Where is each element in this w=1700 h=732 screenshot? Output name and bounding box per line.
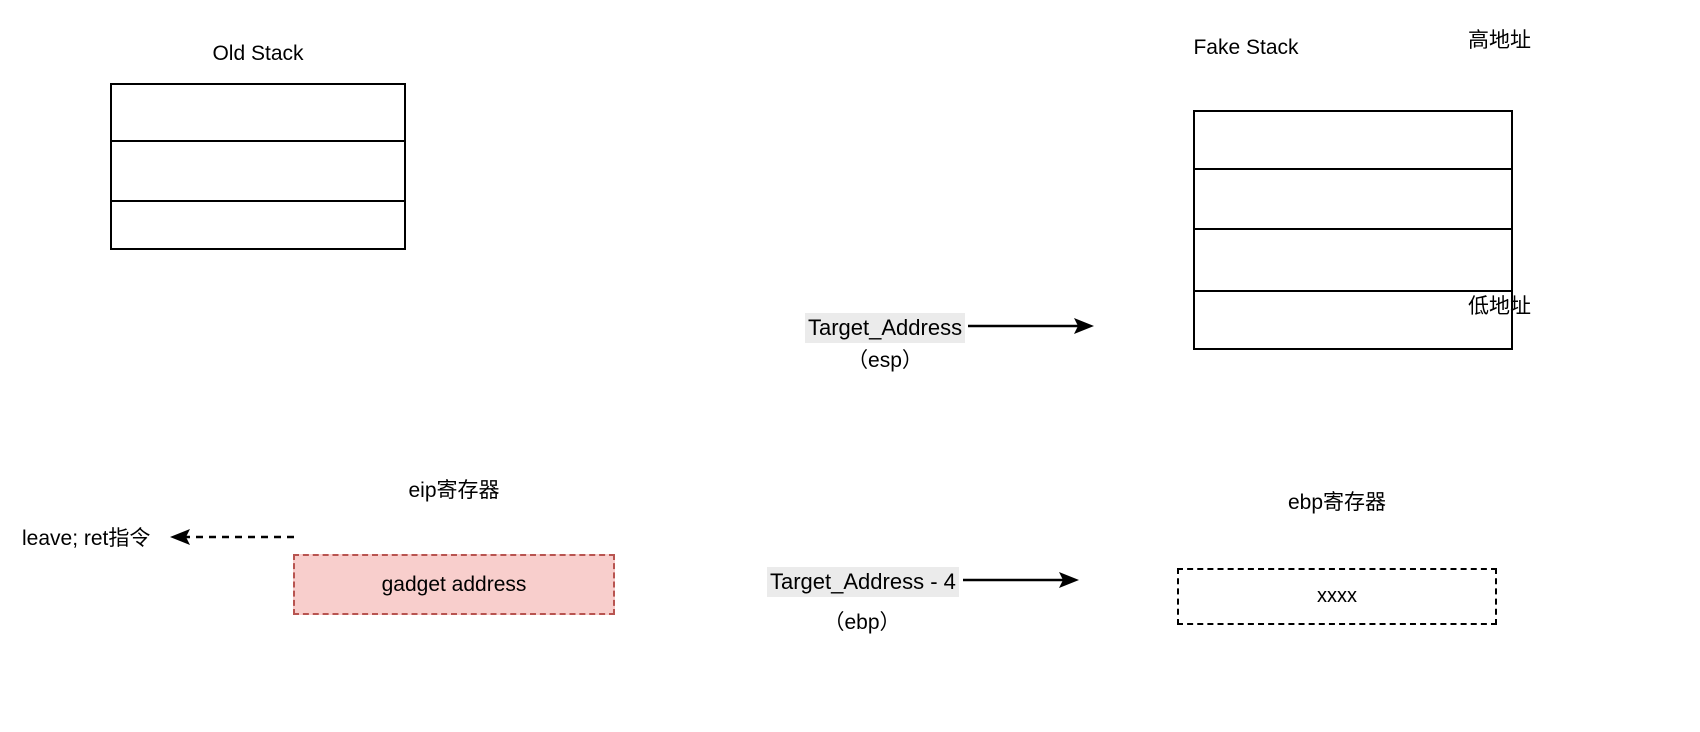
old-stack-cell — [112, 202, 404, 252]
ebp-arrow — [963, 572, 1079, 588]
fake-stack-cell — [1195, 112, 1511, 170]
low-address-label: 低地址 — [1468, 295, 1531, 318]
eip-to-instruction-arrow — [170, 529, 294, 545]
fake-stack-cell — [1195, 170, 1511, 230]
ebp-register-name-label: （ebp） — [823, 611, 901, 634]
fake-stack-box — [1193, 110, 1513, 350]
old-stack-cell — [112, 142, 404, 202]
ebp-register-box: xxxx — [1177, 568, 1497, 625]
fake-stack-cell — [1195, 230, 1511, 292]
high-address-label: 高地址 — [1468, 29, 1531, 52]
esp-target-address-label: Target_Address — [805, 313, 966, 343]
leave-ret-instruction-label: leave; ret指令 — [22, 527, 151, 550]
old-stack-title: Old Stack — [212, 42, 304, 65]
eip-register-title: eip寄存器 — [408, 479, 500, 502]
old-stack-cell — [112, 85, 404, 142]
eip-register-box: gadget address — [293, 554, 615, 615]
esp-register-label: （esp） — [847, 349, 923, 372]
ebp-register-value: xxxx — [1317, 585, 1357, 607]
eip-register-value: gadget address — [381, 572, 527, 596]
old-stack-box — [110, 83, 406, 250]
fake-stack-cell — [1195, 292, 1511, 348]
ebp-register-title: ebp寄存器 — [1287, 491, 1387, 514]
esp-arrow — [968, 318, 1094, 334]
fake-stack-title: Fake Stack — [1193, 36, 1299, 59]
ebp-target-address-label: Target_Address - 4 — [767, 567, 959, 597]
